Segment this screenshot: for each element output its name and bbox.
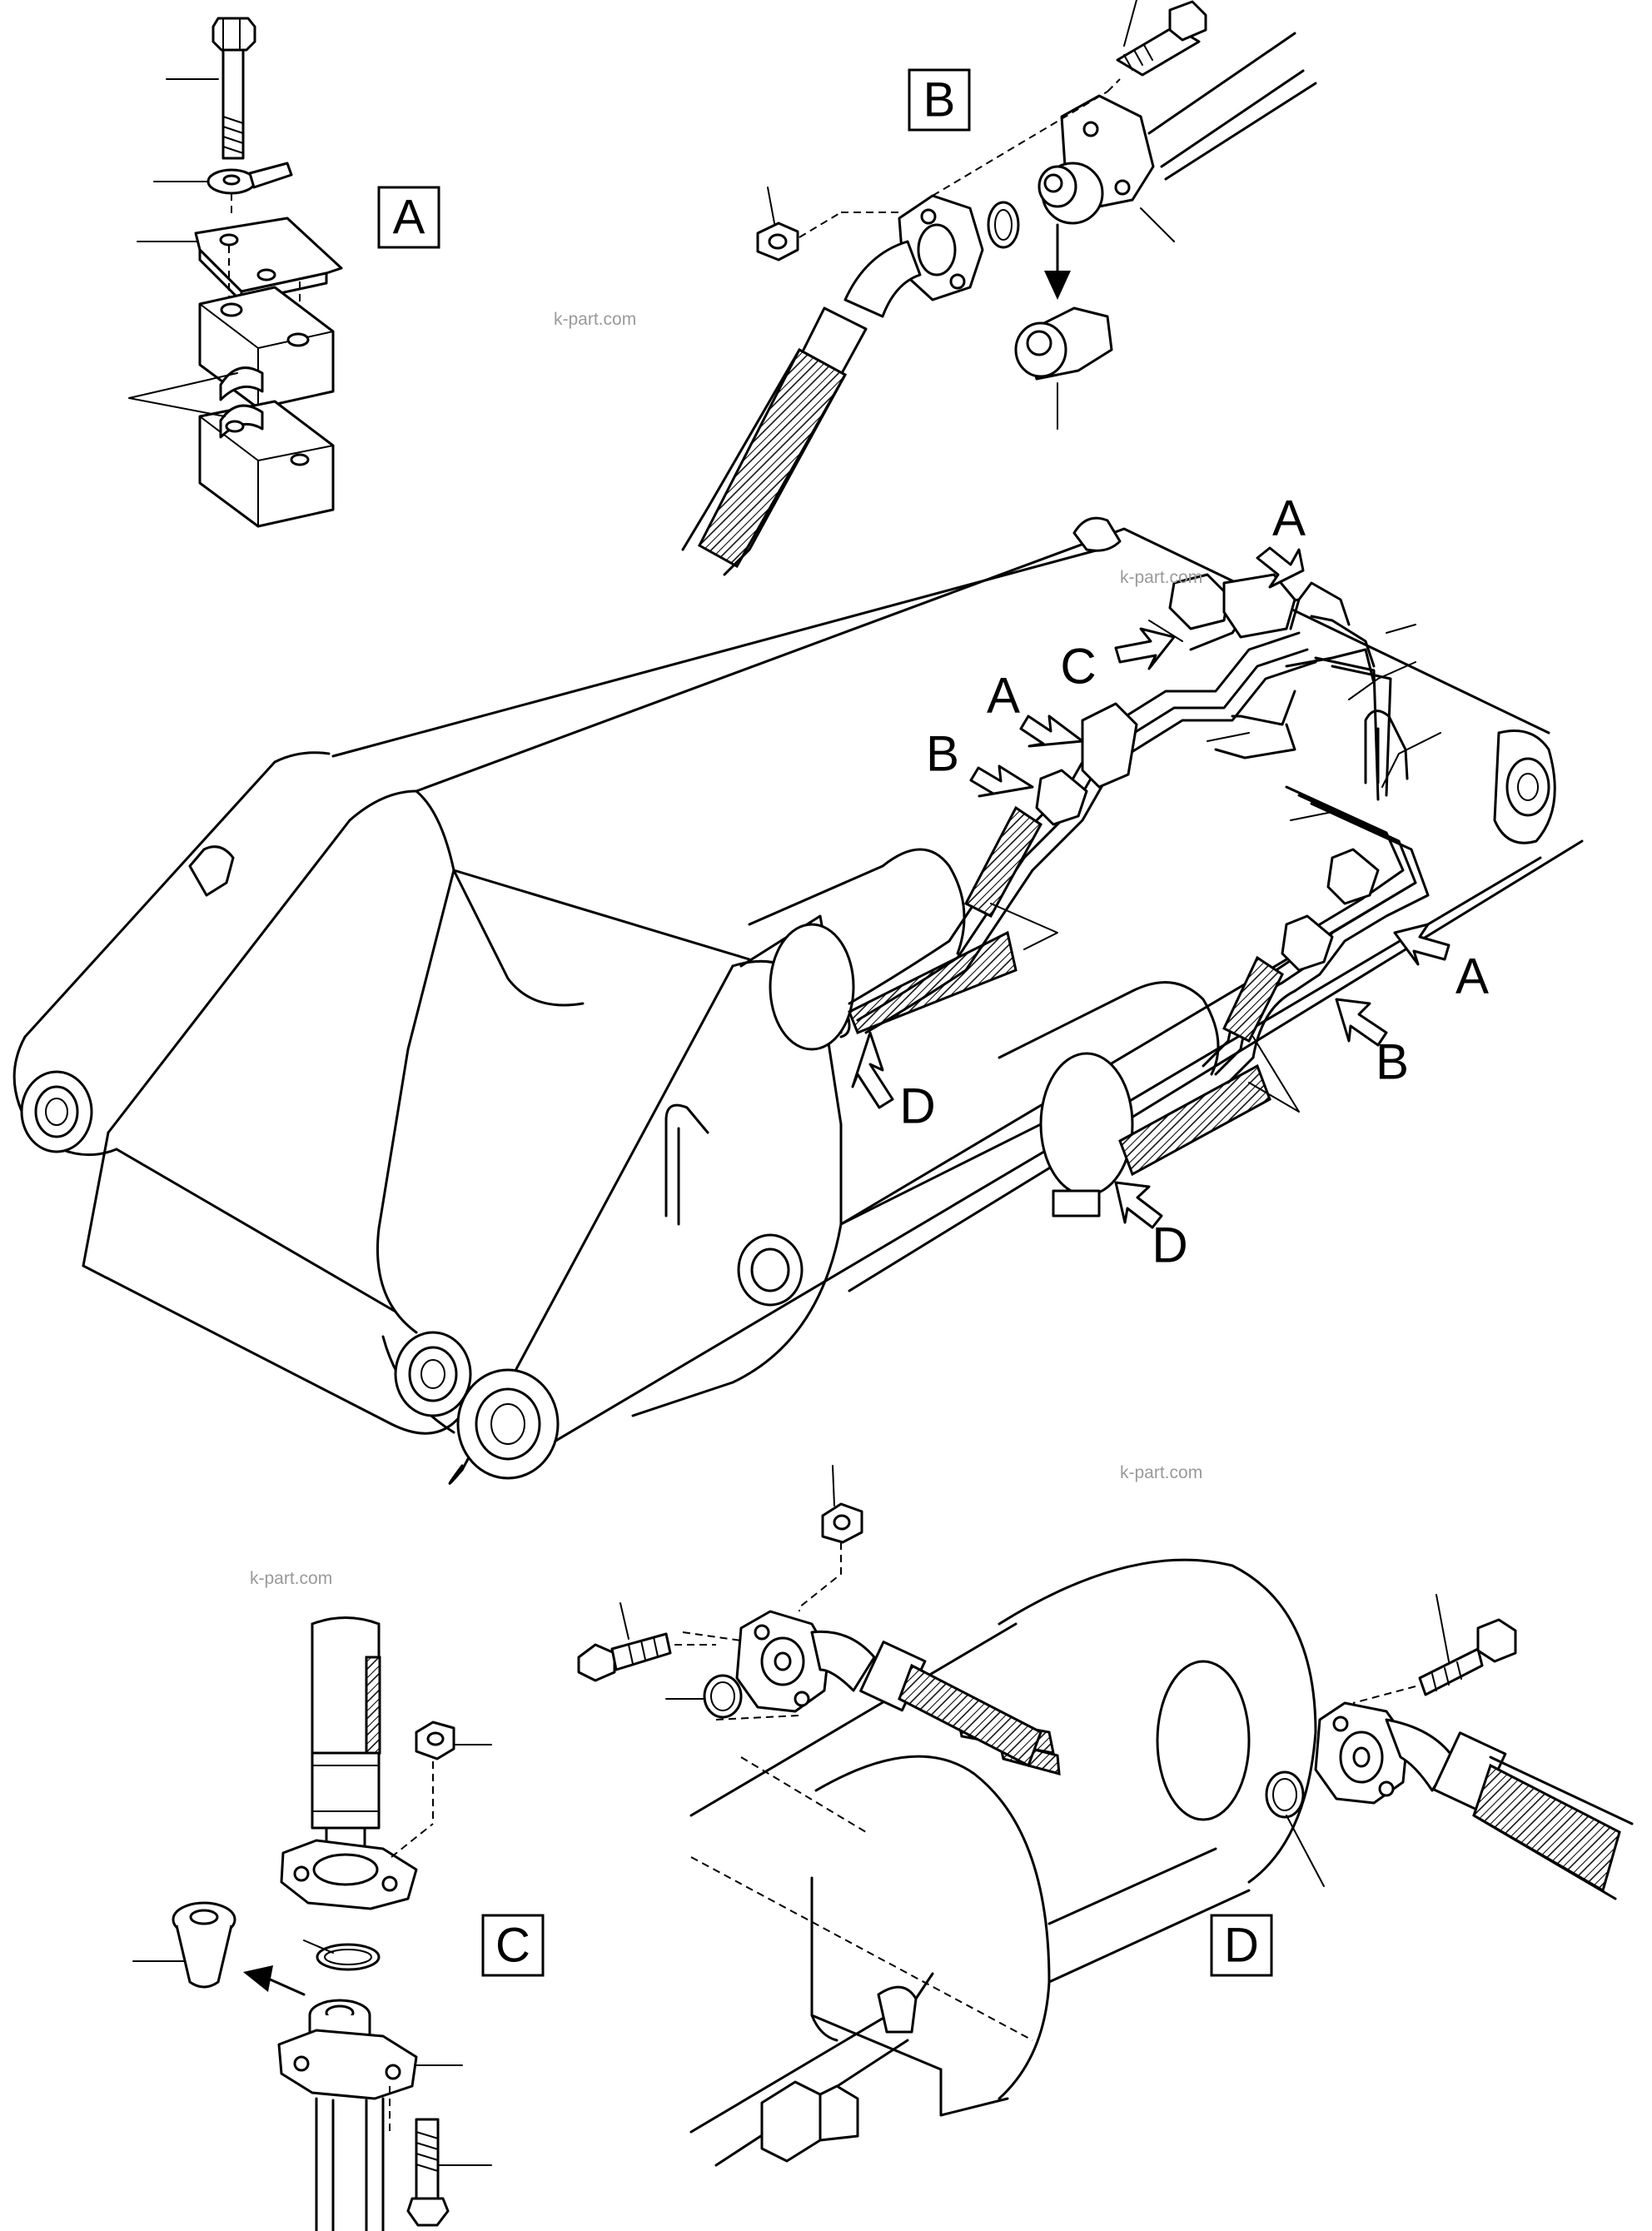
bolt-icon bbox=[406, 2118, 450, 2227]
svg-text:A: A bbox=[393, 191, 425, 245]
hose-fitting bbox=[311, 1751, 381, 1830]
bolt-icon bbox=[211, 17, 256, 160]
plug-cap-icon bbox=[172, 1901, 236, 1989]
pivot-pin-boss bbox=[737, 1233, 804, 1307]
clamp-upper-icon bbox=[198, 286, 335, 410]
detail-d-cylinder-connection bbox=[577, 1465, 1634, 2167]
lifting-lug-icon bbox=[188, 845, 235, 897]
split-flange-icon bbox=[277, 2029, 418, 2100]
braided-hose bbox=[1222, 955, 1284, 1043]
braided-hose bbox=[898, 1663, 1042, 1768]
lifting-lug-icon bbox=[664, 1103, 709, 1226]
watermark-text: k-part.com bbox=[1120, 1463, 1202, 1482]
nut-icon bbox=[415, 1721, 455, 1760]
pipe-clamp-icon bbox=[1281, 914, 1334, 972]
nut-icon bbox=[756, 222, 799, 261]
split-flange-icon bbox=[1314, 1701, 1409, 1805]
bolt-icon bbox=[1116, 0, 1207, 77]
callout-b-upper: B bbox=[926, 726, 959, 782]
callout-a-middle: A bbox=[987, 668, 1020, 724]
detail-b-flange-connection bbox=[681, 0, 1317, 576]
cylinder-head bbox=[1156, 1660, 1251, 1821]
svg-text:D: D bbox=[1224, 1919, 1259, 1973]
pipe-clamp-icon bbox=[1168, 573, 1296, 639]
callout-a-top: A bbox=[1272, 491, 1306, 546]
split-flange-icon bbox=[735, 1610, 830, 1713]
o-ring-icon bbox=[1265, 1770, 1305, 1819]
callout-arrow-icon bbox=[1256, 546, 1305, 589]
pivot-pin-boss bbox=[20, 1070, 93, 1153]
split-flange-icon bbox=[898, 194, 984, 301]
hydraulic-cylinder-upper bbox=[739, 848, 1018, 1051]
callout-d-upper: D bbox=[899, 1078, 935, 1134]
split-flange-icon bbox=[280, 1839, 418, 1910]
svg-text:C: C bbox=[495, 1919, 530, 1973]
bolt-icon bbox=[1418, 1618, 1517, 1696]
callout-c: C bbox=[1060, 639, 1096, 695]
boom-assembly bbox=[12, 516, 1584, 1485]
o-ring-icon bbox=[703, 1674, 743, 1719]
detail-c-label: C bbox=[481, 1914, 545, 1977]
pivot-pin-boss bbox=[394, 1331, 472, 1417]
pivot-pin-boss bbox=[1072, 516, 1122, 552]
steel-pipe-route bbox=[848, 581, 1392, 1034]
pivot-pin-boss bbox=[456, 1368, 560, 1480]
callout-a-right: A bbox=[1455, 949, 1489, 1004]
detail-a-clamp-assembly bbox=[128, 17, 343, 528]
arrow-left-icon bbox=[243, 1965, 306, 1996]
o-ring-icon bbox=[316, 1943, 381, 1971]
pivot-pin-boss bbox=[1493, 730, 1556, 844]
braided-hose bbox=[1118, 1063, 1271, 1177]
plug-cap-icon bbox=[1014, 306, 1113, 381]
nut-icon bbox=[821, 1502, 863, 1544]
detail-c-flange-connection bbox=[132, 1616, 492, 2231]
callout-arrow-icon bbox=[1114, 1181, 1163, 1229]
callout-arrow-icon bbox=[1393, 923, 1450, 966]
clamp-lower-icon bbox=[198, 400, 335, 528]
leader-line bbox=[128, 372, 238, 417]
watermark-text: k-part.com bbox=[250, 1569, 332, 1588]
detail-d-label: D bbox=[1210, 1914, 1273, 1977]
callout-arrow-icon bbox=[1019, 715, 1084, 748]
pipe-clamp-icon bbox=[1326, 848, 1380, 905]
braided-hose bbox=[963, 805, 1042, 918]
callout-arrow-icon bbox=[969, 764, 1034, 798]
detail-a-label: A bbox=[377, 186, 440, 249]
detail-b-label: B bbox=[908, 68, 971, 132]
bolt-icon bbox=[577, 1632, 672, 1682]
watermark-text: k-part.com bbox=[1120, 568, 1202, 587]
hydraulic-cylinder-lower bbox=[839, 981, 1271, 1226]
pipe-clamp-icon bbox=[1081, 702, 1138, 789]
pipe-clamp-icon bbox=[760, 2080, 859, 2163]
svg-text:B: B bbox=[923, 73, 956, 127]
braided-hose bbox=[698, 347, 848, 569]
plug-icon bbox=[1037, 162, 1104, 225]
callout-arrow-icon bbox=[1114, 627, 1176, 670]
pipe-clamp-icon bbox=[1035, 769, 1088, 826]
callout-d-lower: D bbox=[1152, 1218, 1187, 1273]
braided-hose bbox=[365, 1656, 381, 1755]
washer-icon bbox=[206, 162, 293, 195]
callout-b-right: B bbox=[1376, 1034, 1409, 1090]
callout-arrow-icon bbox=[851, 1031, 894, 1109]
o-ring-icon bbox=[987, 201, 1020, 249]
watermark-text: k-part.com bbox=[554, 310, 636, 329]
callout-arrow-icon bbox=[1335, 998, 1388, 1047]
arrow-down-icon bbox=[1044, 223, 1071, 300]
